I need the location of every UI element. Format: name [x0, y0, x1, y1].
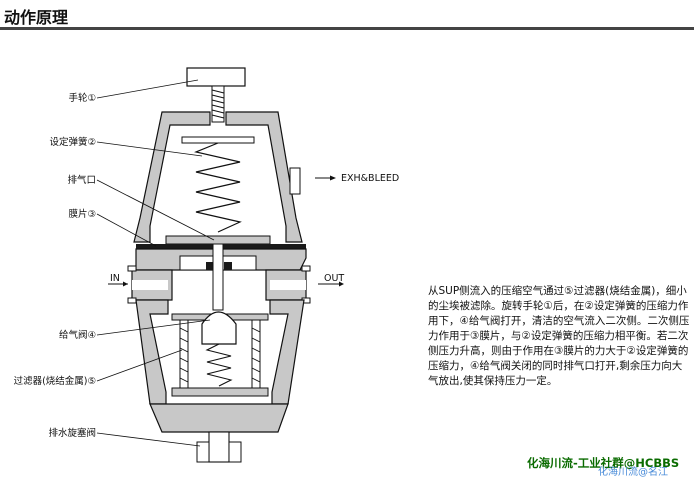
exh-bleed-arrow-head — [330, 175, 336, 181]
bonnet-right-notch — [289, 167, 301, 195]
label-handwheel: 手轮① — [68, 92, 96, 104]
handwheel-knob — [186, 67, 246, 87]
label-drain: 排水旋塞阀 — [48, 427, 96, 439]
label-filter: 过滤器(烧结金属)⑤ — [14, 375, 96, 387]
setting-spring — [194, 142, 242, 233]
supply-valve-poppet — [201, 311, 237, 345]
in-fitting — [127, 265, 137, 272]
page-title: 动作原理 — [4, 8, 69, 27]
spring-top-plate — [181, 136, 255, 144]
drain-cock — [208, 431, 230, 463]
adjusting-screw — [211, 85, 225, 123]
watermark-secondary: 化海川流@名江 — [598, 467, 668, 478]
label-exh-bleed: EXH&BLEED — [341, 173, 399, 184]
valve-stem — [212, 243, 224, 311]
leader-diaphragm — [96, 213, 157, 247]
seat-mark-right — [224, 262, 232, 270]
filter-bottom-plate — [171, 387, 269, 397]
leader-supply-valve — [96, 319, 211, 336]
leader-handwheel — [96, 79, 199, 99]
watermark-primary: 化海川流-工业社群@HCBBS — [527, 456, 680, 470]
in-fitting-low — [127, 297, 137, 304]
bonnet-left-wall — [133, 111, 211, 243]
spring-bottom-plate — [165, 235, 271, 245]
leader-exhaust — [96, 179, 215, 241]
label-out: OUT — [324, 273, 344, 284]
bowl-right-wall — [269, 299, 305, 405]
label-supply-valve: 给气阀④ — [59, 329, 96, 341]
bowl-bottom — [149, 403, 289, 433]
drain-cock-right-wing — [228, 441, 242, 463]
label-spring: 设定弹簧② — [49, 136, 96, 148]
drain-cock-left-wing — [196, 441, 210, 463]
title-rule — [0, 27, 694, 30]
inlet-gap — [132, 280, 168, 290]
label-diaphragm: 膜片③ — [68, 208, 96, 220]
principle-description: 从SUP侧流入的压缩空气通过⑤过滤器(烧结金属)，细小的尘埃被滤除。旋转手轮①后… — [428, 285, 690, 387]
filter-right-hatch — [251, 327, 261, 383]
leader-filter — [96, 349, 183, 382]
leader-spring — [96, 141, 203, 157]
out-arrow-head — [339, 281, 344, 287]
in-arrow-head — [123, 281, 128, 287]
screw-threads — [211, 89, 225, 119]
label-exhaust: 排气口 — [67, 174, 96, 186]
leader-drain — [96, 432, 201, 447]
out-fitting — [301, 265, 311, 272]
filter-left-hatch — [179, 327, 189, 383]
bowl-left-wall — [135, 299, 169, 405]
bonnet-right-wall — [225, 111, 303, 243]
label-in: IN — [110, 273, 120, 284]
return-spring — [205, 343, 233, 387]
seat-mark-left — [206, 262, 214, 270]
outlet-gap — [270, 280, 306, 290]
